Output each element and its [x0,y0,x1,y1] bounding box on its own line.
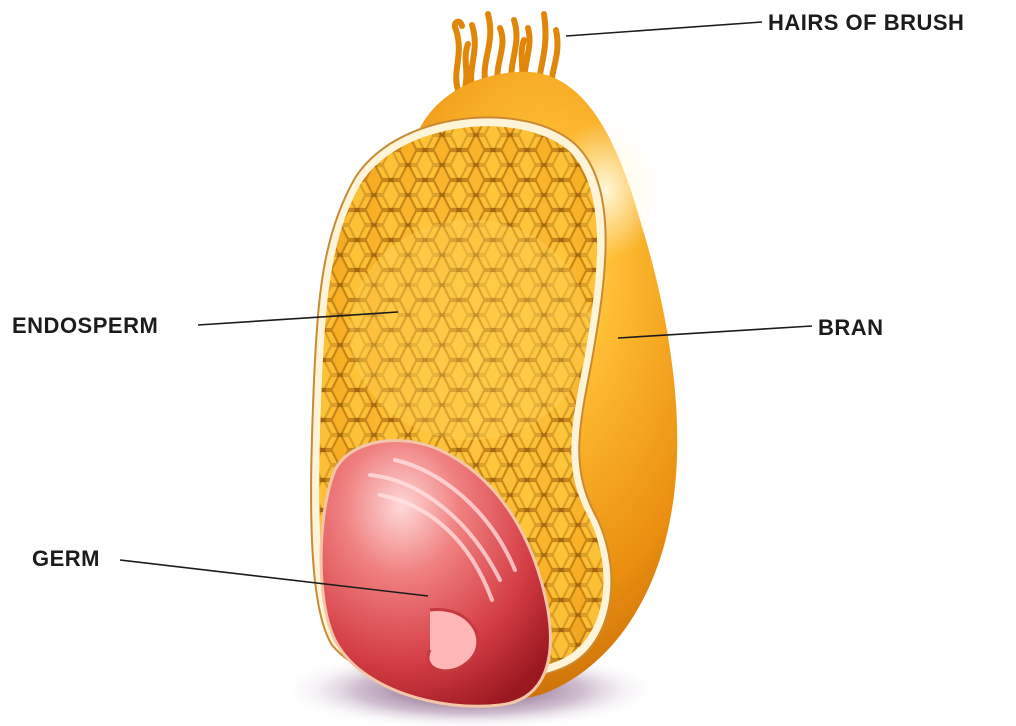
bran-label: BRAN [818,315,884,340]
hairs-of-brush-label: HAIRS OF BRUSH [768,10,964,35]
germ-label: GERM [32,546,100,571]
endosperm-label: ENDOSPERM [12,313,158,338]
hairs-leader-line [566,22,762,36]
